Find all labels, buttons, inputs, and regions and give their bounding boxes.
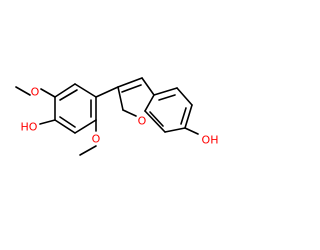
bond [176, 87, 193, 106]
bonds [15, 77, 199, 156]
bond [74, 83, 97, 98]
bond-double-inner [180, 107, 187, 125]
bond [95, 86, 119, 98]
bond [79, 145, 97, 156]
bond [117, 77, 143, 88]
bond [74, 119, 97, 134]
oxygen-label-furan: O [138, 115, 147, 128]
bond [144, 94, 155, 112]
bond [184, 104, 193, 129]
bond-double-inner [149, 111, 164, 127]
bond-double-inner [59, 89, 78, 101]
bond-double-inner [158, 94, 176, 101]
oxygen-label-methoxy-top: O [31, 86, 40, 99]
bond [153, 87, 178, 96]
bond [144, 110, 166, 133]
hydroxyl-label-left: HO [21, 121, 38, 134]
molecule-structure: O HO O O OH [15, 77, 219, 156]
bond [15, 86, 31, 96]
bond-double-inner [121, 84, 142, 93]
bond-double-inner [59, 116, 76, 128]
hydroxyl-label-right: OH [202, 134, 219, 147]
bond [184, 127, 199, 135]
bond [39, 119, 56, 125]
bond [164, 127, 186, 133]
bond [40, 88, 56, 98]
bond [141, 77, 155, 96]
bond [122, 109, 137, 117]
bond [54, 83, 76, 98]
bond [117, 86, 124, 111]
oxygen-label-methoxy-mid: O [92, 133, 101, 146]
atom-labels: O HO O O OH [21, 86, 219, 147]
bond [54, 119, 76, 134]
